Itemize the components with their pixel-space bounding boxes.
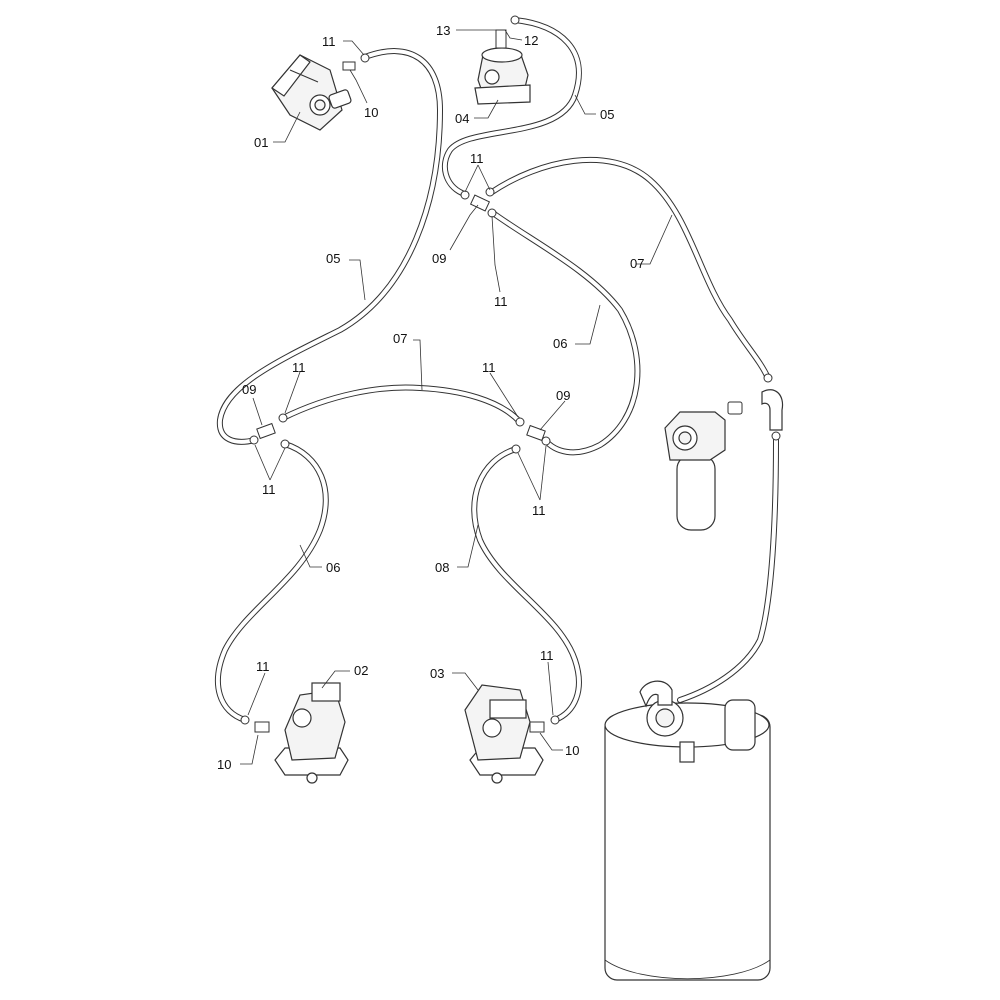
callout-11-top-lower: 11 bbox=[494, 294, 508, 309]
hose-nut-motor04 bbox=[510, 15, 520, 25]
callout-06-mid: 06 bbox=[553, 336, 567, 351]
callout-01: 01 bbox=[254, 135, 268, 150]
filter-adapter bbox=[727, 401, 743, 415]
hose-08-inner bbox=[472, 447, 581, 722]
callout-11-pump01: 11 bbox=[322, 34, 336, 49]
filter-elbow bbox=[761, 389, 784, 431]
hose-nut-top-c bbox=[487, 208, 497, 218]
hose-nut-left-a bbox=[278, 413, 288, 423]
pump-01-flange bbox=[271, 54, 311, 97]
hose-07-right-inner bbox=[490, 157, 770, 380]
motor-04-fitting bbox=[495, 29, 507, 49]
callout-11-pump02: 11 bbox=[256, 659, 270, 674]
tank-elbow bbox=[639, 680, 673, 708]
callout-10-pump03: 10 bbox=[565, 743, 579, 758]
hose-06-left-inner bbox=[215, 442, 328, 722]
hose-nut-right-b bbox=[511, 444, 521, 454]
callout-13: 13 bbox=[436, 23, 450, 38]
hose-nut-top-b bbox=[485, 187, 495, 197]
pump-03-top-block bbox=[489, 699, 527, 719]
gear-pump-01 bbox=[271, 54, 352, 131]
hose-05-top bbox=[441, 17, 582, 196]
hose-05-top-inner bbox=[442, 18, 581, 195]
hose-nut-right-a bbox=[515, 417, 525, 427]
tank-breather bbox=[724, 699, 756, 751]
callout-09-left: 09 bbox=[242, 382, 256, 397]
callout-07-right: 07 bbox=[630, 256, 644, 271]
motor-04-base bbox=[474, 84, 531, 105]
pump-02 bbox=[254, 682, 349, 784]
callout-03: 03 bbox=[430, 666, 444, 681]
callout-10-pump02: 10 bbox=[217, 757, 231, 772]
tank bbox=[604, 680, 771, 981]
callouts: 01 02 03 04 05 05 06 06 07 07 08 09 09 0… bbox=[217, 23, 644, 772]
hose-07-mid-inner bbox=[281, 385, 522, 424]
pump-03-port bbox=[482, 718, 502, 738]
filter-port-inner bbox=[678, 431, 692, 445]
callout-04: 04 bbox=[455, 111, 469, 126]
hose-nut-top-a bbox=[460, 190, 470, 200]
tee-fitting-top bbox=[469, 194, 491, 212]
tank-bottom-edge bbox=[604, 959, 771, 980]
hose-nut-left-c bbox=[280, 439, 290, 449]
tee-fitting-right bbox=[526, 424, 546, 442]
hydraulic-filter bbox=[664, 389, 784, 531]
callout-11-right-lower: 11 bbox=[532, 503, 546, 518]
pump-02-adapter bbox=[254, 721, 270, 733]
pump-03 bbox=[464, 684, 545, 784]
tank-outlet bbox=[679, 741, 695, 763]
pump-02-top-block bbox=[311, 682, 341, 702]
hose-nut-pump02 bbox=[240, 715, 250, 725]
callout-11-left-lower: 11 bbox=[262, 482, 276, 497]
callout-02: 02 bbox=[354, 663, 368, 678]
hoses bbox=[214, 17, 779, 723]
callout-11-top: 11 bbox=[470, 151, 484, 166]
callout-05-top: 05 bbox=[600, 107, 614, 122]
callout-08: 08 bbox=[435, 560, 449, 575]
hose-tank-return-inner bbox=[678, 438, 778, 702]
motor-04-cap bbox=[484, 69, 500, 85]
motor-04-top bbox=[481, 47, 523, 63]
hose-nut-filter bbox=[763, 373, 773, 383]
hose-nut-left-b bbox=[249, 435, 259, 445]
callout-11-left-upper: 11 bbox=[292, 360, 306, 375]
pump-03-adapter bbox=[529, 721, 545, 733]
tank-cap bbox=[655, 708, 675, 728]
hose-nut-return bbox=[771, 431, 781, 441]
motor-04 bbox=[474, 29, 531, 105]
adapter-pump01 bbox=[342, 61, 356, 71]
filter-canister bbox=[676, 454, 716, 531]
callout-10-pump01: 10 bbox=[364, 105, 378, 120]
callout-07-mid: 07 bbox=[393, 331, 407, 346]
callout-05-left: 05 bbox=[326, 251, 340, 266]
hose-nut-right-c bbox=[541, 436, 551, 446]
hose-08 bbox=[471, 446, 582, 723]
leader-lines bbox=[240, 29, 673, 765]
callout-09-right: 09 bbox=[556, 388, 570, 403]
hose-nut-pump03 bbox=[550, 715, 560, 725]
callout-12: 12 bbox=[524, 33, 538, 48]
tee-fitting-left bbox=[256, 422, 276, 440]
callout-06-left: 06 bbox=[326, 560, 340, 575]
hose-06-mid-inner bbox=[491, 211, 640, 455]
callout-09-top: 09 bbox=[432, 251, 446, 266]
hose-05-left-inner bbox=[217, 49, 442, 444]
callout-11-right-upper: 11 bbox=[482, 360, 496, 375]
pump-01-port-inner bbox=[314, 99, 326, 111]
pump-02-shaft bbox=[306, 772, 318, 784]
pump-02-body bbox=[284, 689, 346, 761]
hose-nut-pump01 bbox=[360, 53, 370, 63]
fittings bbox=[240, 15, 781, 725]
callout-11-pump03: 11 bbox=[540, 648, 554, 663]
pump-01-shaft bbox=[328, 89, 352, 109]
pump-02-port bbox=[292, 708, 312, 728]
pump-03-shaft bbox=[491, 772, 503, 784]
